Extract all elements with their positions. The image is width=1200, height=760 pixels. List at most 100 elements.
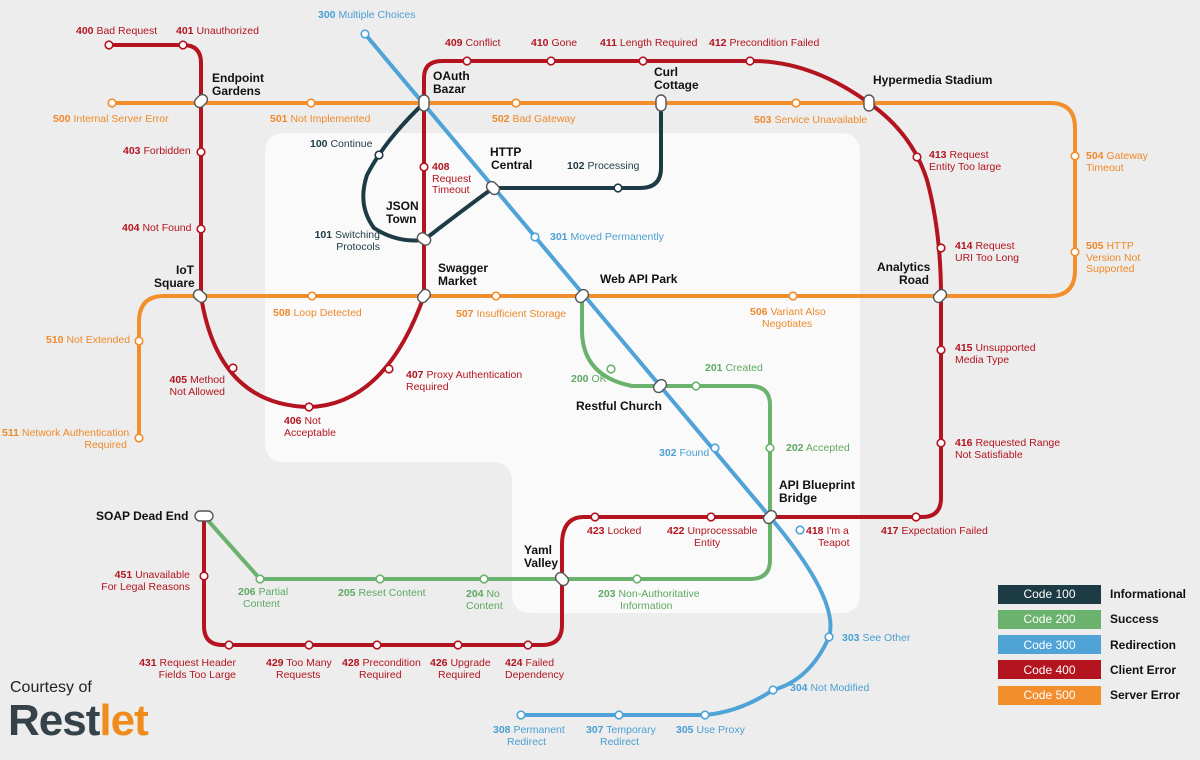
station-308[interactable] xyxy=(516,710,526,720)
label-423: 423 Locked xyxy=(587,525,642,537)
station-307[interactable] xyxy=(614,710,624,720)
line-200 xyxy=(202,294,772,581)
station-412[interactable] xyxy=(745,56,755,66)
station-418-pt[interactable] xyxy=(795,525,805,535)
line-500-left xyxy=(137,294,202,440)
interchange-curl-cottage[interactable] xyxy=(655,94,667,112)
station-424[interactable] xyxy=(523,640,533,650)
interchange-oauth-bazar[interactable] xyxy=(418,94,430,112)
label-417: 417 Expectation Failed xyxy=(881,525,988,537)
station-414[interactable] xyxy=(936,243,946,253)
station-406[interactable] xyxy=(304,402,314,412)
station-408[interactable] xyxy=(419,162,429,172)
station-416[interactable] xyxy=(936,438,946,448)
interchange-swagger-market[interactable] xyxy=(416,287,433,304)
station-506[interactable] xyxy=(788,291,798,301)
interchange-hypermedia-stadium[interactable] xyxy=(863,94,875,112)
interchange-http-central[interactable] xyxy=(485,180,502,197)
station-403[interactable] xyxy=(196,147,206,157)
legend-name: Client Error xyxy=(1110,662,1177,677)
station-511[interactable] xyxy=(134,433,144,443)
station-305[interactable] xyxy=(700,710,710,720)
station-200[interactable] xyxy=(606,364,616,374)
legend-name: Informational xyxy=(1110,587,1187,601)
label-100: 100 Continue xyxy=(310,138,373,150)
station-203[interactable] xyxy=(632,574,642,584)
station-201[interactable] xyxy=(691,381,701,391)
station-202[interactable] xyxy=(765,443,775,453)
interchange-yaml-valley[interactable] xyxy=(554,571,571,588)
station-428[interactable] xyxy=(372,640,382,650)
courtesy-text: Courtesy of xyxy=(10,679,92,696)
station-415[interactable] xyxy=(936,345,946,355)
station-302[interactable] xyxy=(710,443,720,453)
station-510[interactable] xyxy=(134,336,144,346)
interchange-api-blueprint-bridge[interactable] xyxy=(762,509,779,526)
label-304: 304 Not Modified xyxy=(790,682,870,694)
station-100[interactable] xyxy=(374,150,384,160)
station-401[interactable] xyxy=(178,40,188,50)
label-400: 400 Bad Request xyxy=(76,25,158,37)
station-505[interactable] xyxy=(1070,247,1080,257)
station-303[interactable] xyxy=(824,632,834,642)
station-451[interactable] xyxy=(199,571,209,581)
label-502: 502 Bad Gateway xyxy=(492,113,576,125)
station-508[interactable] xyxy=(307,291,317,301)
station-404[interactable] xyxy=(196,224,206,234)
label-404: 404 Not Found xyxy=(122,222,192,234)
interchange-web-api-park[interactable] xyxy=(574,288,591,305)
station-417[interactable] xyxy=(911,512,921,522)
station-409[interactable] xyxy=(462,56,472,66)
interchange-endpoint-gardens[interactable] xyxy=(193,93,210,110)
station-410[interactable] xyxy=(546,56,556,66)
interchange-restful-church[interactable] xyxy=(652,378,669,395)
station-500[interactable] xyxy=(107,98,117,108)
station-501[interactable] xyxy=(306,98,316,108)
station-206[interactable] xyxy=(255,574,265,584)
interchange-json-town[interactable] xyxy=(415,231,432,247)
legend-swatch: Code 400 xyxy=(998,660,1101,680)
station-400[interactable] xyxy=(104,40,114,50)
station-205[interactable] xyxy=(375,574,385,584)
hub-hypermedia-stadium: Hypermedia Stadium xyxy=(873,73,993,87)
station-413[interactable] xyxy=(912,152,922,162)
station-411[interactable] xyxy=(638,56,648,66)
station-431[interactable] xyxy=(224,640,234,650)
station-405[interactable] xyxy=(228,363,238,373)
station-503[interactable] xyxy=(791,98,801,108)
station-407[interactable] xyxy=(384,364,394,374)
station-502[interactable] xyxy=(511,98,521,108)
interchange-analytics-road[interactable] xyxy=(932,288,949,305)
interchange-iot-square[interactable] xyxy=(191,288,208,305)
label-508: 508 Loop Detected xyxy=(273,307,362,319)
station-429[interactable] xyxy=(304,640,314,650)
station-301[interactable] xyxy=(530,232,540,242)
station-423[interactable] xyxy=(590,512,600,522)
label-201: 201 Created xyxy=(705,362,763,374)
station-507[interactable] xyxy=(491,291,501,301)
station-304[interactable] xyxy=(768,685,778,695)
label-503: 503 Service Unavailable xyxy=(754,114,868,126)
interchange-soap-dead-end[interactable] xyxy=(194,510,214,522)
station-204[interactable] xyxy=(479,574,489,584)
station-102[interactable] xyxy=(613,183,623,193)
station-300[interactable] xyxy=(360,29,370,39)
station-426[interactable] xyxy=(453,640,463,650)
station-504[interactable] xyxy=(1070,151,1080,161)
station-422[interactable] xyxy=(706,512,716,522)
label-403: 403 Forbidden xyxy=(123,145,191,157)
